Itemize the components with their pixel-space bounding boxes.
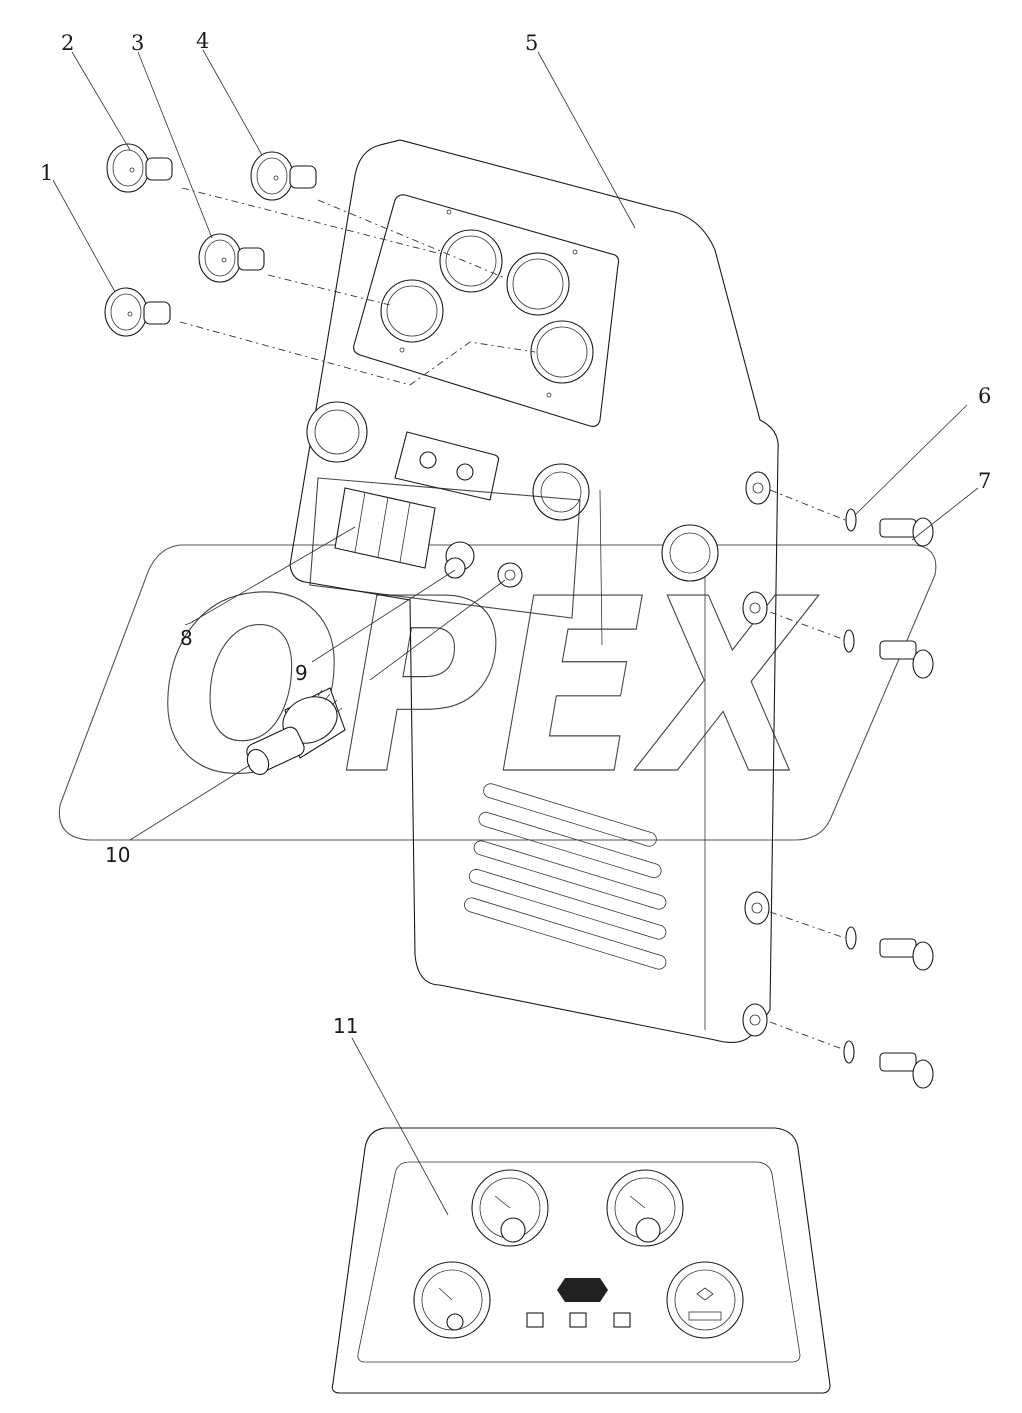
callout-6: 6 bbox=[978, 384, 991, 408]
watermark: OPEX bbox=[58, 544, 937, 841]
callouts: 2 3 4 5 1 6 7 8 9 10 11 bbox=[40, 29, 991, 1038]
main-panel bbox=[289, 139, 779, 1043]
callout-1: 1 bbox=[40, 161, 53, 185]
gauge-plate bbox=[353, 194, 620, 427]
rocker-switch-icon bbox=[309, 477, 581, 619]
callout-7: 7 bbox=[978, 469, 991, 493]
logo-icon bbox=[557, 1278, 608, 1302]
watermark-text: OPEX bbox=[160, 547, 819, 827]
callout-8: 8 bbox=[180, 626, 193, 650]
callout-9: 9 bbox=[295, 661, 308, 685]
gauge-icon bbox=[104, 143, 317, 337]
vent-grille bbox=[464, 783, 667, 970]
instrument-panel bbox=[331, 1127, 831, 1394]
assembly-lines bbox=[179, 187, 846, 1051]
washer-icon bbox=[843, 508, 857, 1064]
indicator-lamp-icon bbox=[526, 1312, 631, 1328]
callout-3: 3 bbox=[131, 31, 144, 55]
callout-10: 10 bbox=[105, 843, 130, 867]
leader-lines bbox=[52, 49, 979, 1216]
ignition-switch-icon bbox=[246, 687, 346, 776]
callout-11: 11 bbox=[333, 1014, 358, 1038]
bolt-icon bbox=[879, 517, 934, 1089]
callout-5: 5 bbox=[525, 31, 538, 55]
callout-4: 4 bbox=[196, 29, 209, 53]
callout-2: 2 bbox=[61, 31, 74, 55]
